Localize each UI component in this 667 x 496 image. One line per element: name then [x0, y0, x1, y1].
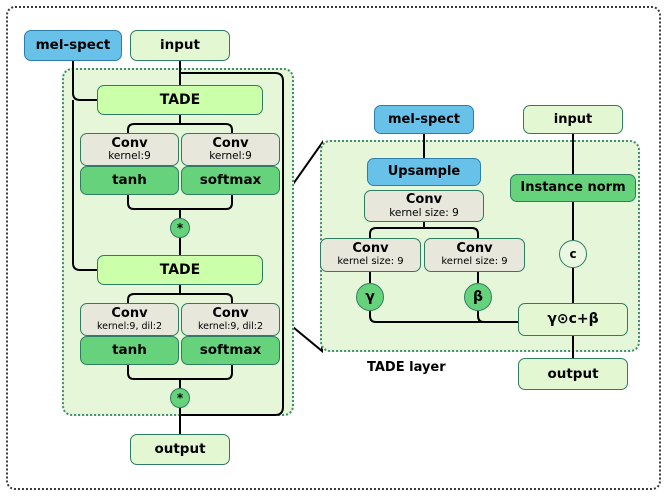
conv-2-left[interactable]: Conv kernel:9, dil:2 [80, 303, 179, 336]
affine-node[interactable]: γ⊙c+β [518, 303, 628, 336]
left-input-node[interactable]: input [130, 30, 230, 61]
right-mel-spect-label: mel-spect [388, 111, 460, 127]
tade-block-2[interactable]: TADE [97, 255, 263, 285]
activation-1-softmax-label: softmax [199, 172, 262, 189]
tade-layer-caption: TADE layer [367, 360, 446, 375]
conv-2-right[interactable]: Conv kernel:9, dil:2 [181, 303, 280, 336]
conv-gamma-sub: kernel size: 9 [337, 256, 404, 268]
figure-outer-frame [6, 6, 661, 490]
left-input-label: input [160, 37, 200, 54]
left-mel-spect-node[interactable]: mel-spect [24, 30, 122, 61]
right-mel-spect-node[interactable]: mel-spect [374, 105, 474, 134]
conv-1-right-sub: kernel:9 [209, 150, 252, 163]
multiply-node-1[interactable]: * [170, 218, 190, 238]
activation-2-tanh-label: tanh [112, 342, 147, 359]
conv-beta-title: Conv [456, 241, 493, 257]
conv-1-right-title: Conv [212, 135, 249, 151]
conv-1-left-title: Conv [111, 135, 148, 151]
conv-2-right-title: Conv [212, 306, 249, 322]
conv-gamma-title: Conv [352, 241, 389, 257]
right-input-label: input [553, 111, 593, 127]
activation-1-softmax[interactable]: softmax [181, 166, 280, 195]
right-output-label: output [547, 365, 599, 382]
activation-1-tanh[interactable]: tanh [80, 166, 179, 195]
conv-gamma-node[interactable]: Conv kernel size: 9 [320, 238, 421, 272]
conv-beta-node[interactable]: Conv kernel size: 9 [424, 238, 525, 272]
tade-block-2-label: TADE [159, 261, 201, 278]
conv-1-left[interactable]: Conv kernel:9 [80, 133, 179, 166]
activation-2-tanh[interactable]: tanh [80, 336, 179, 365]
gamma-node[interactable]: γ [356, 283, 384, 311]
conv-2-left-title: Conv [111, 306, 148, 322]
upsample-node[interactable]: Upsample [367, 158, 481, 186]
instance-norm-node[interactable]: Instance norm [510, 174, 636, 202]
activation-1-tanh-label: tanh [112, 172, 147, 189]
gamma-label: γ [365, 289, 375, 305]
conv-2-left-sub: kernel:9, dil:2 [96, 320, 163, 332]
conv-2-right-sub: kernel:9, dil:2 [197, 320, 264, 332]
multiply-node-1-label: * [176, 221, 184, 235]
conv-1-right[interactable]: Conv kernel:9 [181, 133, 280, 166]
beta-label: β [472, 289, 484, 305]
left-mel-spect-label: mel-spect [35, 37, 111, 54]
tade-block-1-label: TADE [159, 91, 201, 108]
activation-2-softmax-label: softmax [199, 342, 262, 359]
conv-top-title: Conv [405, 192, 443, 208]
multiply-node-2[interactable]: * [170, 388, 190, 408]
instance-norm-label: Instance norm [520, 180, 626, 196]
upsample-label: Upsample [387, 164, 461, 180]
c-node[interactable]: c [559, 240, 587, 268]
c-node-label: c [569, 247, 577, 261]
right-input-node[interactable]: input [523, 105, 623, 134]
left-output-node[interactable]: output [130, 434, 230, 465]
conv-1-left-sub: kernel:9 [108, 150, 151, 163]
conv-top-node[interactable]: Conv kernel size: 9 [364, 190, 484, 222]
beta-node[interactable]: β [464, 283, 492, 311]
activation-2-softmax[interactable]: softmax [181, 336, 280, 365]
left-output-label: output [154, 441, 206, 458]
conv-top-sub: kernel size: 9 [389, 206, 459, 219]
conv-beta-sub: kernel size: 9 [441, 256, 508, 268]
right-output-node[interactable]: output [518, 358, 628, 390]
multiply-node-2-label: * [176, 391, 184, 405]
tade-block-1[interactable]: TADE [97, 85, 263, 115]
affine-label: γ⊙c+β [547, 311, 599, 328]
